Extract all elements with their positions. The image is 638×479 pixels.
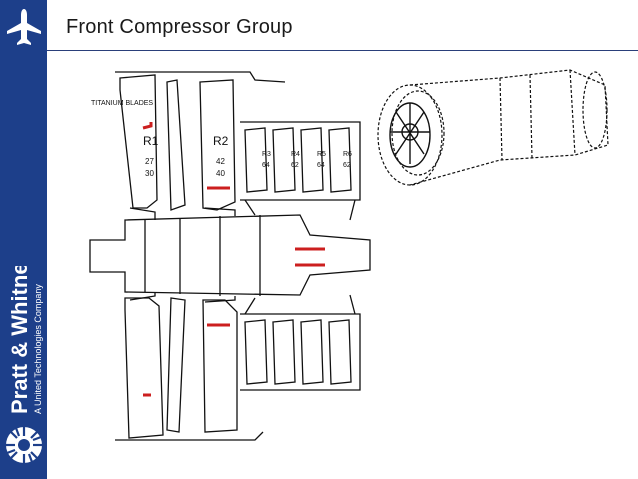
r2-count: 42 (216, 157, 225, 166)
r6-count: 62 (343, 162, 351, 169)
r1-blade-top (119, 74, 158, 209)
shaft (89, 214, 371, 296)
r5-count: 64 (317, 162, 325, 169)
brand-name: Pratt & Whitney (7, 266, 32, 414)
pratt-whitney-wordmark: Pratt & Whitney A United Technologies Co… (7, 266, 43, 414)
r2-count2: 40 (216, 169, 225, 178)
r3-stage-bottom (244, 319, 268, 385)
r3-label: R3 (262, 151, 271, 158)
r2-label: R2 (213, 134, 229, 148)
r5-stage-bottom (300, 319, 324, 385)
r4-count: 62 (291, 162, 299, 169)
r1-count2: 30 (145, 169, 154, 178)
r1-count: 27 (145, 157, 154, 166)
airplane-icon (7, 9, 41, 45)
page-title: Front Compressor Group (66, 16, 293, 38)
r1-blade-bottom (124, 297, 164, 439)
r6-stage-bottom (328, 319, 352, 385)
r2-blade-bottom (202, 299, 238, 433)
r3-count: 64 (262, 162, 270, 169)
title-divider (47, 50, 638, 51)
r5-label: R5 (317, 151, 326, 158)
r5-stage-top (300, 127, 324, 193)
r1-label: R1 (143, 134, 159, 148)
r3-stage-top (244, 127, 268, 193)
brand-sidebar: Pratt & Whitney A United Technologies Co… (0, 0, 47, 479)
r6-stage-top (328, 127, 352, 193)
brand-tagline: A United Technologies Company (33, 284, 43, 414)
r4-stage-top (272, 127, 296, 193)
company-logo-icon (6, 427, 42, 463)
compressor-cross-section: TITANIUM BLADES R1 27 30 R2 42 40 R3 64 … (89, 71, 371, 441)
engine-isometric-illustration (377, 69, 609, 186)
r2-blade-top (199, 79, 236, 211)
r6-label: R6 (343, 151, 352, 158)
r4-label: R4 (291, 151, 300, 158)
r4-stage-bottom (272, 319, 296, 385)
titanium-blades-label: TITANIUM BLADES (91, 100, 153, 107)
